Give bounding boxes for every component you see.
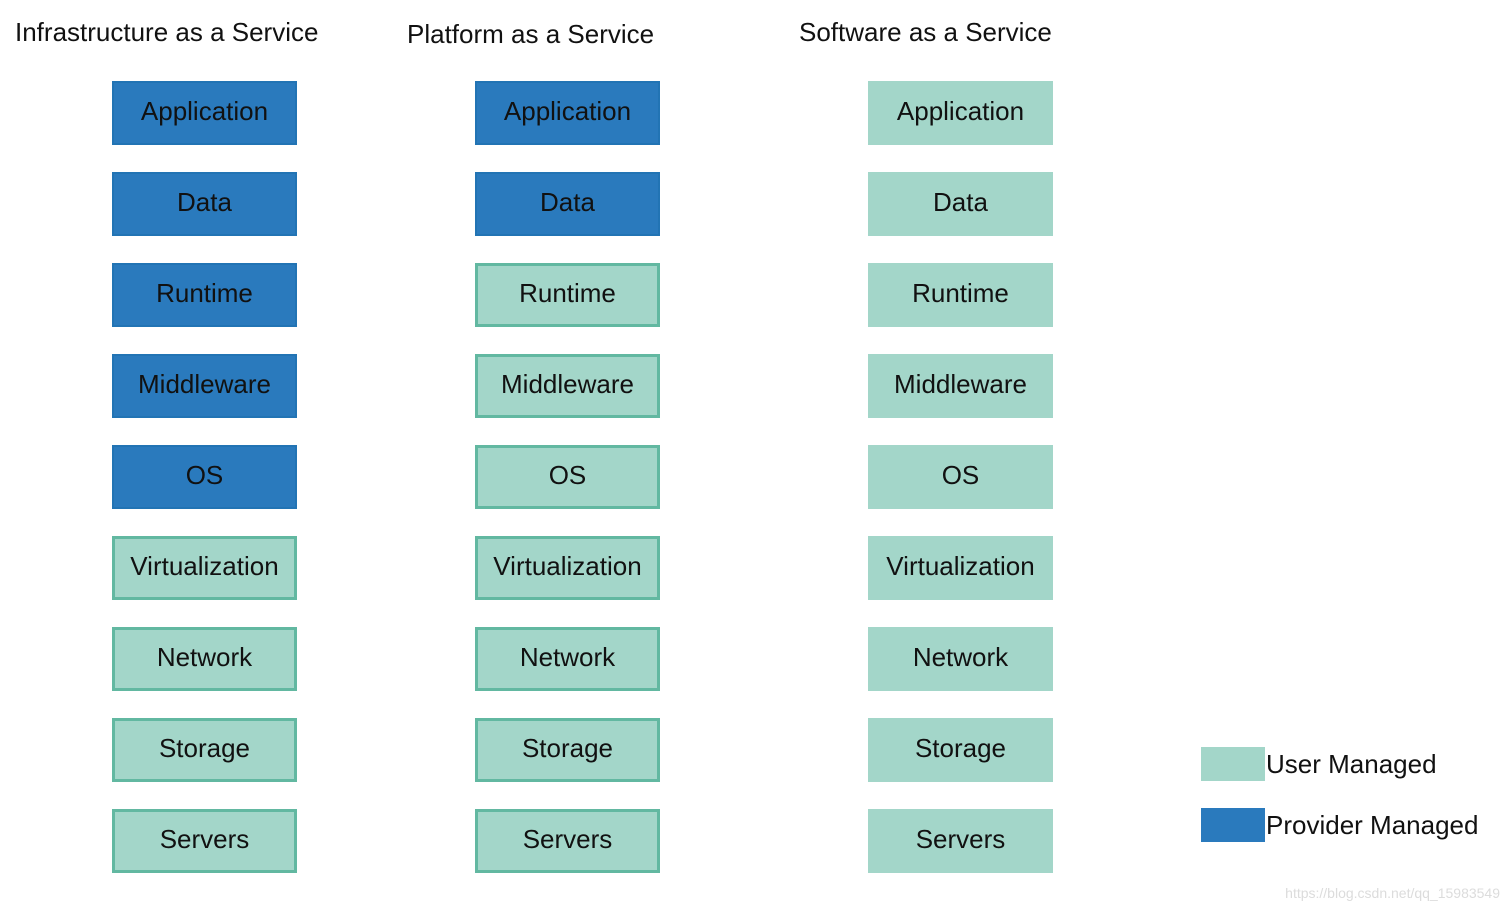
- iaas-layer-storage: Storage: [112, 718, 297, 782]
- saas-layer-data: Data: [868, 172, 1053, 236]
- saas-layer-runtime: Runtime: [868, 263, 1053, 327]
- saas-layer-network: Network: [868, 627, 1053, 691]
- provider-managed-label: Provider Managed: [1266, 810, 1479, 840]
- saas-title: Software as a Service: [799, 17, 1052, 47]
- provider-managed-swatch: [1201, 808, 1265, 842]
- saas-layer-os: OS: [868, 445, 1053, 509]
- paas-layer-os: OS: [475, 445, 660, 509]
- watermark: https://blog.csdn.net/qq_15983549: [1285, 885, 1500, 901]
- paas-stack: Application Data Runtime Middleware OS V…: [475, 81, 660, 900]
- legend-item-provider-managed: Provider Managed: [1201, 808, 1478, 842]
- saas-layer-middleware: Middleware: [868, 354, 1053, 418]
- iaas-layer-data: Data: [112, 172, 297, 236]
- legend-item-user-managed: User Managed: [1201, 747, 1478, 781]
- iaas-layer-virtualization: Virtualization: [112, 536, 297, 600]
- user-managed-swatch: [1201, 747, 1265, 781]
- saas-layer-application: Application: [868, 81, 1053, 145]
- iaas-layer-network: Network: [112, 627, 297, 691]
- paas-layer-network: Network: [475, 627, 660, 691]
- iaas-layer-os: OS: [112, 445, 297, 509]
- paas-layer-runtime: Runtime: [475, 263, 660, 327]
- iaas-layer-middleware: Middleware: [112, 354, 297, 418]
- saas-stack: Application Data Runtime Middleware OS V…: [868, 81, 1053, 900]
- saas-layer-storage: Storage: [868, 718, 1053, 782]
- saas-layer-servers: Servers: [868, 809, 1053, 873]
- user-managed-label: User Managed: [1266, 749, 1437, 779]
- iaas-layer-servers: Servers: [112, 809, 297, 873]
- paas-layer-servers: Servers: [475, 809, 660, 873]
- paas-title: Platform as a Service: [407, 19, 655, 49]
- paas-layer-virtualization: Virtualization: [475, 536, 660, 600]
- paas-layer-application: Application: [475, 81, 660, 145]
- iaas-stack: Application Data Runtime Middleware OS V…: [112, 81, 297, 900]
- iaas-layer-runtime: Runtime: [112, 263, 297, 327]
- paas-layer-data: Data: [475, 172, 660, 236]
- iaas-title: Infrastructure as a Service: [15, 17, 319, 47]
- paas-layer-storage: Storage: [475, 718, 660, 782]
- iaas-layer-application: Application: [112, 81, 297, 145]
- paas-layer-middleware: Middleware: [475, 354, 660, 418]
- legend: User Managed Provider Managed: [1201, 747, 1478, 869]
- saas-layer-virtualization: Virtualization: [868, 536, 1053, 600]
